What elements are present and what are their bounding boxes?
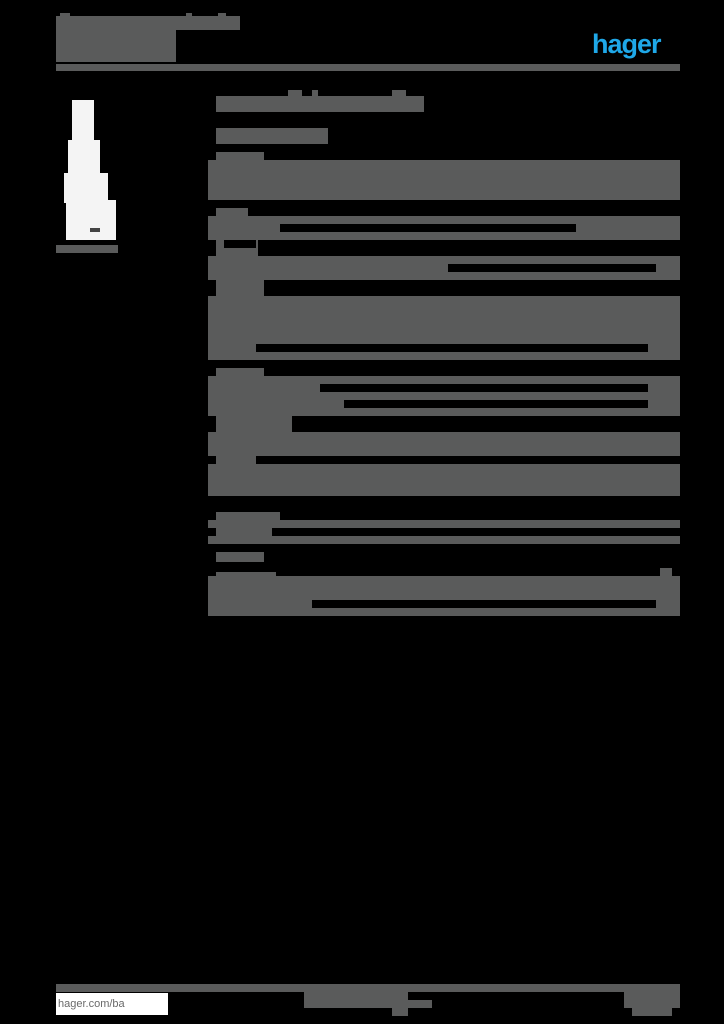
section-5-corner-mark	[660, 568, 672, 576]
footer-right-block	[624, 992, 680, 1008]
header-rule	[56, 64, 680, 71]
footer-center-text	[304, 992, 408, 1008]
section-4-row-2	[208, 536, 680, 544]
footer-right-block-2	[632, 1008, 672, 1016]
section-3-sub-label	[216, 416, 292, 432]
section-2-label-col-2	[216, 280, 264, 296]
section-3-gap-1	[320, 384, 648, 392]
footer-url-link[interactable]: hager.com/ba	[56, 993, 168, 1015]
document-subtitle	[216, 128, 328, 144]
section-3-rows	[208, 376, 680, 416]
section-5-row-1-right	[656, 600, 680, 608]
document-title-asc3	[392, 90, 406, 96]
section-2-bottom-rule	[208, 355, 680, 360]
header-title-bar	[56, 16, 240, 30]
section-3-heading	[216, 368, 264, 378]
section-2-label-cut	[224, 240, 256, 248]
document-title	[216, 96, 424, 112]
hager-logo[interactable]: hager	[592, 29, 662, 59]
section-5-row-1-gap	[312, 600, 656, 608]
section-2-row-4-gap	[256, 344, 648, 352]
section-2-row-3	[208, 296, 680, 344]
section-4-heading	[216, 512, 280, 522]
document-title-asc2	[312, 90, 318, 96]
section-3-row-3	[208, 464, 680, 496]
section-4-label	[216, 528, 272, 536]
section-4-row-1	[208, 520, 680, 528]
section-5-subheading	[216, 572, 276, 576]
footer-page-number	[392, 1008, 408, 1016]
header-title-cap2	[186, 13, 192, 17]
section-3-gap-2	[344, 400, 648, 408]
section-3-row-2	[208, 432, 680, 456]
section-2-row-2-gap	[448, 264, 656, 272]
footer-rule	[56, 984, 680, 992]
header-title-cap3	[218, 13, 226, 17]
section-5-row-1-label	[208, 600, 312, 608]
section-2-row-1-gap	[280, 224, 576, 232]
header-subtitle-bar	[56, 30, 176, 62]
section-5-row-1	[208, 576, 680, 600]
section-2-heading	[216, 208, 248, 218]
header-title-cap1	[60, 13, 70, 17]
section-5-heading	[216, 552, 264, 562]
document-title-asc1	[288, 90, 302, 96]
section-1-heading	[216, 152, 264, 162]
section-1-body	[208, 160, 680, 200]
product-image	[60, 95, 122, 240]
section-5-row-2	[208, 608, 680, 616]
product-caption	[56, 245, 118, 253]
footer-center-line	[408, 1000, 432, 1008]
section-3-sub-label-2	[216, 456, 256, 464]
